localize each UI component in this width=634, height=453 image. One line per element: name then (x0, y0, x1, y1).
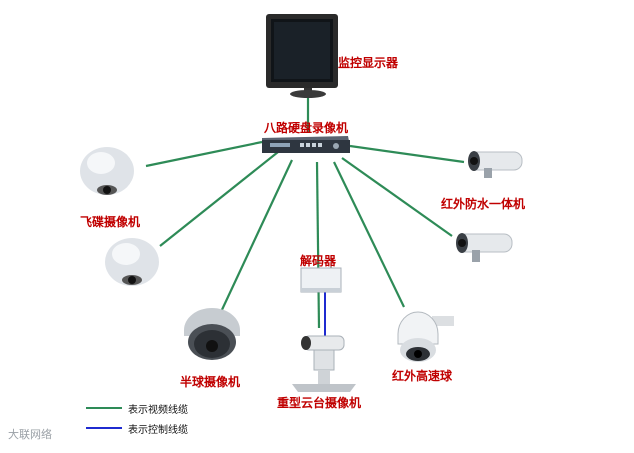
ir-bullet-camera-icon (456, 233, 512, 262)
speed-dome-label: 红外高速球 (392, 367, 452, 384)
ptz-camera-label: 重型云台摄像机 (277, 394, 361, 411)
watermark: 大联网络 (8, 426, 52, 442)
cable-dvr-dome (220, 160, 292, 314)
ufo-camera-icon (80, 147, 134, 195)
dvr-label: 八路硬盘录像机 (264, 119, 348, 136)
dome-half-label: 半球摄像机 (180, 373, 240, 390)
dvr-icon (262, 136, 350, 153)
speed-dome-icon (398, 312, 454, 362)
cable-dvr-ir1 (350, 146, 464, 162)
monitor-icon (266, 14, 338, 98)
legend-control-line-swatch (86, 427, 122, 429)
legend-video-line-label: 表示视频线缆 (128, 401, 188, 416)
legend-video-line-swatch (86, 407, 122, 409)
ptz-camera-icon (292, 336, 356, 392)
cable-dvr-ufo2 (160, 152, 278, 246)
ir-camera-label: 红外防水一体机 (441, 195, 525, 212)
ir-bullet-camera-icon (468, 151, 522, 178)
decoder-label: 解码器 (300, 252, 336, 269)
ufo-camera-icon (105, 238, 159, 286)
cable-dvr-ptz (317, 162, 319, 328)
cable-dvr-ir2 (342, 158, 452, 236)
cable-dvr-ufo1 (146, 142, 262, 166)
dome-camera-icon (184, 308, 240, 360)
legend-control-line-label: 表示控制线缆 (128, 421, 188, 436)
ufo-camera-label: 飞碟摄像机 (80, 213, 140, 230)
monitor-label: 监控显示器 (338, 54, 398, 71)
cable-dvr-speed (334, 162, 404, 307)
